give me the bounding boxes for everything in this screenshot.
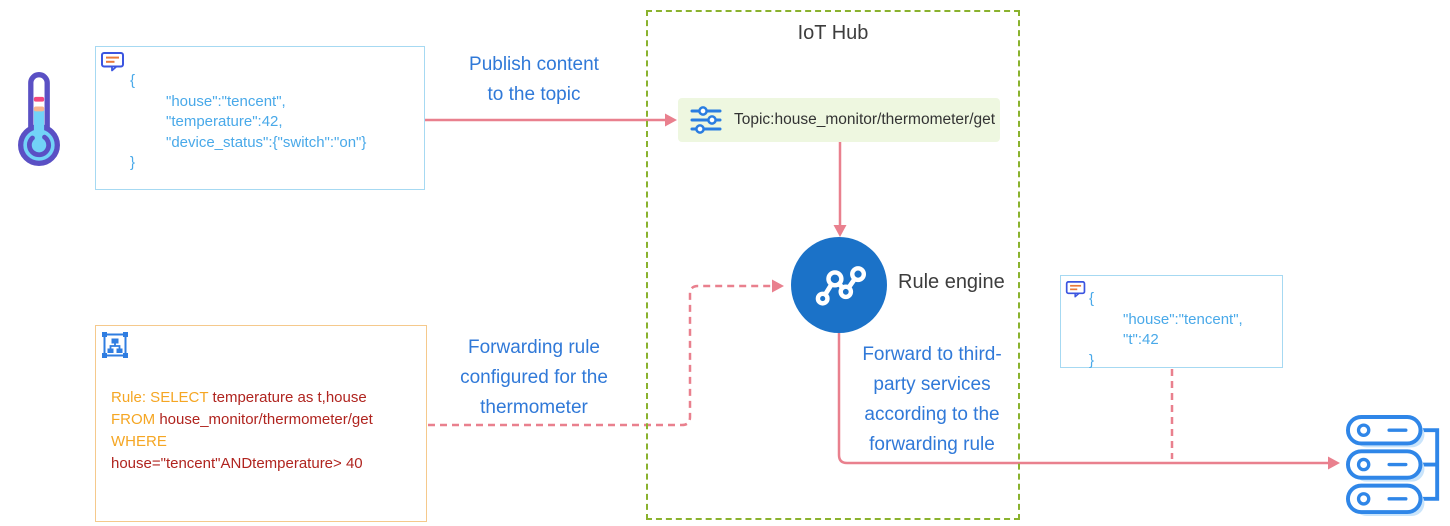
- rule-sql-line: WHERE: [111, 431, 418, 453]
- forwarding-rule-box: Rule: SELECT temperature as t,house FROM…: [95, 325, 427, 522]
- comment-icon: [1065, 281, 1086, 298]
- topic-box: Topic:house_monitor/thermometer/get: [678, 98, 1000, 142]
- rule-engine-icon: [815, 266, 867, 306]
- sql-value: temperature as t,house: [212, 389, 367, 406]
- rule-sql-line: FROM house_monitor/thermometer/get: [111, 409, 418, 431]
- rule-sql-line: house="tencent"ANDtemperature> 40: [111, 453, 418, 475]
- forward-third-party-label: Forward to third- party services accordi…: [862, 344, 1002, 455]
- json-line: }: [130, 154, 136, 172]
- json-line: {: [130, 72, 136, 89]
- json-line: {: [1089, 290, 1095, 307]
- sql-keyword: Rule: SELECT: [111, 389, 213, 406]
- rule-engine-label: Rule engine: [898, 271, 1005, 293]
- sql-value: house_monitor/thermometer/get: [159, 411, 373, 428]
- iot-hub-panel: IoT Hub: [646, 10, 1020, 520]
- sliders-icon: [690, 106, 722, 134]
- servers-icon: [1346, 415, 1440, 516]
- forwarding-rule-label: Forwarding rule configured for the therm…: [460, 337, 608, 418]
- json-line: "house":"tencent",: [1123, 310, 1243, 328]
- comment-icon: [101, 52, 124, 72]
- publish-content-label: Publish content to the topic: [469, 54, 599, 105]
- json-line: "t":42: [1123, 331, 1159, 349]
- iot-hub-title: IoT Hub: [797, 22, 869, 44]
- rule-engine-node: [791, 237, 887, 333]
- json-line: }: [1089, 351, 1095, 369]
- sql-keyword: WHERE: [111, 433, 167, 450]
- rule-sql-line: Rule: SELECT temperature as t,house: [111, 387, 418, 409]
- sitemap-icon: [102, 332, 128, 358]
- thermometer-icon: [18, 72, 60, 167]
- json-line: "house":"tencent",: [166, 92, 286, 110]
- device-message-box: { "house":"tencent", "temperature":42, "…: [95, 46, 425, 190]
- topic-label: Topic:house_monitor/thermometer/get: [734, 111, 996, 128]
- json-line: "temperature":42,: [166, 113, 283, 131]
- rule-sql-text: Rule: SELECT temperature as t,house FROM…: [111, 387, 418, 475]
- output-message-box: { "house":"tencent", "t":42 }: [1060, 275, 1283, 369]
- sql-value: house="tencent"ANDtemperature> 40: [111, 455, 363, 472]
- publish-arrow: [425, 113, 677, 127]
- json-line: "device_status":{"switch":"on"}: [166, 133, 367, 151]
- sql-keyword: FROM: [111, 411, 160, 428]
